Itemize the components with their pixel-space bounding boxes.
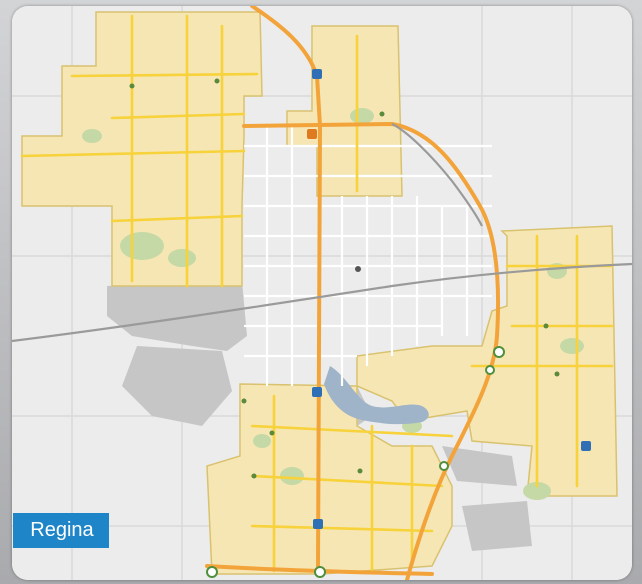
city-map[interactable] xyxy=(12,6,632,580)
highway-shield-icon xyxy=(312,69,322,79)
city-name-label: Regina xyxy=(13,513,109,548)
highway-shield-icons xyxy=(307,69,591,529)
industrial-areas xyxy=(107,281,532,551)
interchange-icon xyxy=(314,566,326,578)
interchange-icon xyxy=(493,346,505,358)
downtown-marker xyxy=(355,266,361,272)
interchange-icon xyxy=(485,365,495,375)
lake xyxy=(324,366,429,425)
map-viewport[interactable] xyxy=(12,6,632,580)
arterial-roads xyxy=(20,14,614,573)
local-streets xyxy=(244,126,492,386)
interchange-icons xyxy=(206,346,505,578)
highway-shield-icon xyxy=(312,387,322,397)
highway-shield-icon xyxy=(307,129,317,139)
interchange-icon xyxy=(439,461,449,471)
landmark-dots xyxy=(129,78,560,479)
highway-shield-icon xyxy=(313,519,323,529)
highway-shield-icon xyxy=(581,441,591,451)
railways xyxy=(12,123,632,343)
interchange-icon xyxy=(206,566,218,578)
